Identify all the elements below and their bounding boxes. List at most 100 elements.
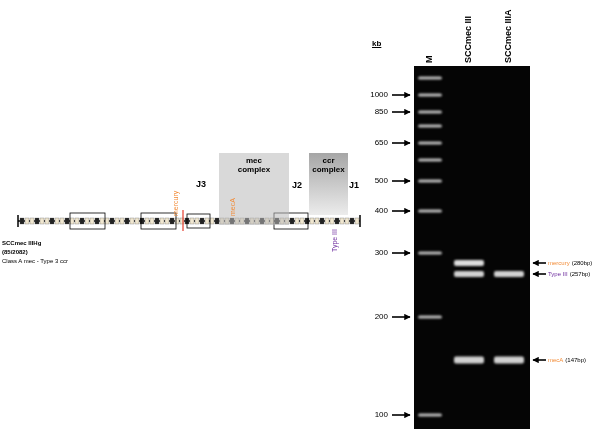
band-size: (147bp) [565,357,586,364]
size-marker: 100 [375,410,388,419]
pointer-arrow [533,359,546,361]
gel-band [418,142,442,145]
gel-bands [418,77,524,417]
gene-block [345,218,349,224]
gene-block [315,218,319,224]
gene-block [70,218,74,224]
gene-block [130,218,134,224]
gene-block [60,218,64,224]
gene-block [90,218,94,224]
end-tick [17,215,19,227]
pointer-arrow [392,414,410,416]
band-size: (280bp) [572,260,593,267]
primer-label: mecA [229,198,237,216]
gel-band [418,111,442,114]
pointer-arrow [392,94,410,96]
pointer-arrow [392,142,410,144]
region-title: ccr complex [312,156,344,174]
gene-block [55,218,59,224]
gene-block [205,218,209,224]
gene-block [160,218,164,224]
gene-block [350,218,354,224]
pointer-arrow [392,252,410,254]
strain-id: (85/2082) [2,249,28,256]
gene-block [165,218,169,224]
size-marker: 1000 [370,90,388,99]
gel-band [454,357,484,364]
gel-band [494,271,524,277]
primer-label: mercury [172,191,180,216]
gene-block [195,218,199,224]
gene-block [320,218,324,224]
gene-block [65,218,69,224]
size-marker: 300 [375,248,388,257]
gel-band [418,252,442,255]
band-label: mercury [548,260,570,267]
ccr-complex-region: ccr complex [309,153,348,215]
gene-block [335,218,339,224]
gene-block [150,218,154,224]
pointer-arrow [533,273,546,275]
pointer-arrow [392,111,410,113]
gel-band [418,159,442,162]
gene-block [325,218,329,224]
gel-band [418,94,442,97]
gene-block [300,218,304,224]
size-marker: 500 [375,176,388,185]
junction-label: J3 [196,179,206,189]
junction-label: J1 [349,180,359,190]
gene-block [125,218,129,224]
gene-block [25,218,29,224]
gene-block [75,218,79,224]
class-note: Class A mec - Type 3 ccr [2,258,68,265]
gel-band [418,77,442,80]
gene-block [200,218,204,224]
element-box [141,213,176,229]
gene-block [95,218,99,224]
gene-block [155,218,159,224]
pointer-arrow [392,180,410,182]
lane-label: SCCmec IIIA [503,9,513,63]
gel-band [494,357,524,364]
gene-block [145,218,149,224]
gel-band [418,414,442,417]
gene-block [330,218,334,224]
pointer-arrow [533,262,546,264]
gene-block [30,218,34,224]
gel-background [414,66,530,429]
unit-label: kb [372,39,381,48]
band-label: Type III [548,271,568,278]
gene-block [45,218,49,224]
region-title: mec complex [238,156,270,174]
size-marker: 850 [375,107,388,116]
gene-block [190,218,194,224]
gene-block [135,218,139,224]
strain-name: SCCmec IIIHg [2,240,41,247]
gene-block [40,218,44,224]
gel-band [418,210,442,213]
pointer-arrow [392,210,410,212]
gel-band [454,271,484,277]
gene-block [295,218,299,224]
gene-block [355,218,359,224]
element-box [187,214,210,228]
gene-block [290,218,294,224]
band-label: mecA [548,357,563,364]
primer-label: Type III [331,229,339,252]
gel-band [454,260,484,266]
size-marker: 400 [375,206,388,215]
gene-block [85,218,89,224]
pointer-arrow [392,316,410,318]
gene-block [35,218,39,224]
gene-block [340,218,344,224]
gene-block [50,218,54,224]
gene-block [115,218,119,224]
gene-block [105,218,109,224]
gene-block [20,218,24,224]
band-size: (257bp) [570,271,591,278]
gene-block [80,218,84,224]
gel-band [418,180,442,183]
gene-block [110,218,114,224]
